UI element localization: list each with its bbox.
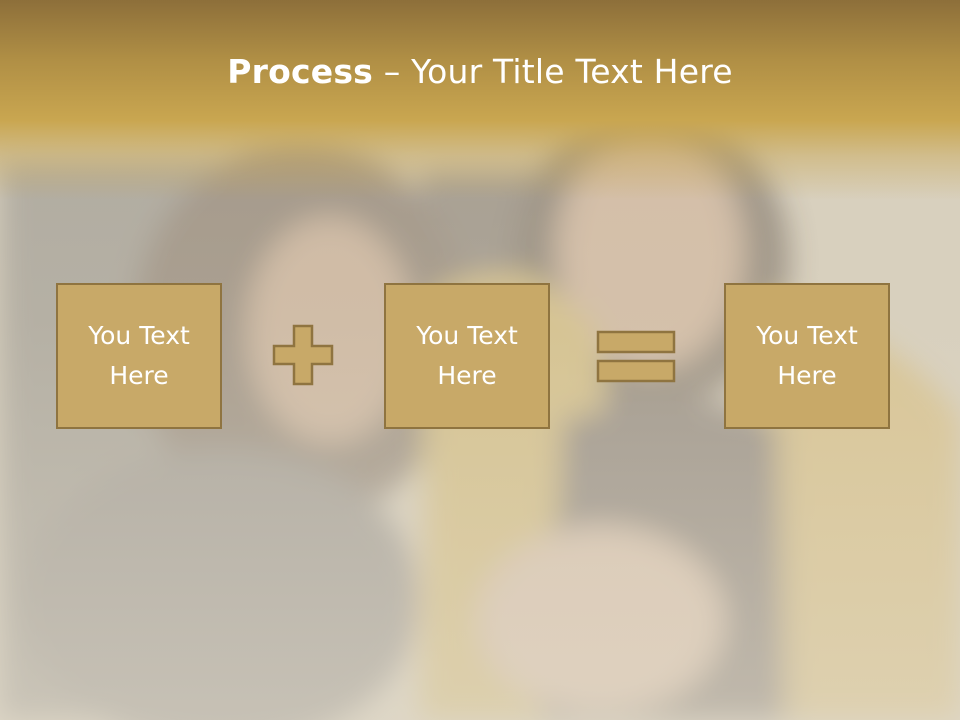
process-box-3[interactable]: You Text Here xyxy=(724,283,890,429)
title-bold: Process xyxy=(227,52,374,91)
title-band xyxy=(0,0,960,200)
process-box-1-text: You Text Here xyxy=(88,321,190,390)
title-rest: – Your Title Text Here xyxy=(373,52,733,91)
slide-title: Process – Your Title Text Here xyxy=(0,52,960,91)
process-box-2-text: You Text Here xyxy=(416,321,518,390)
equals-icon xyxy=(596,330,676,383)
process-box-2[interactable]: You Text Here xyxy=(384,283,550,429)
process-box-3-text: You Text Here xyxy=(756,321,858,390)
process-box-1[interactable]: You Text Here xyxy=(56,283,222,429)
plus-icon xyxy=(272,324,334,386)
